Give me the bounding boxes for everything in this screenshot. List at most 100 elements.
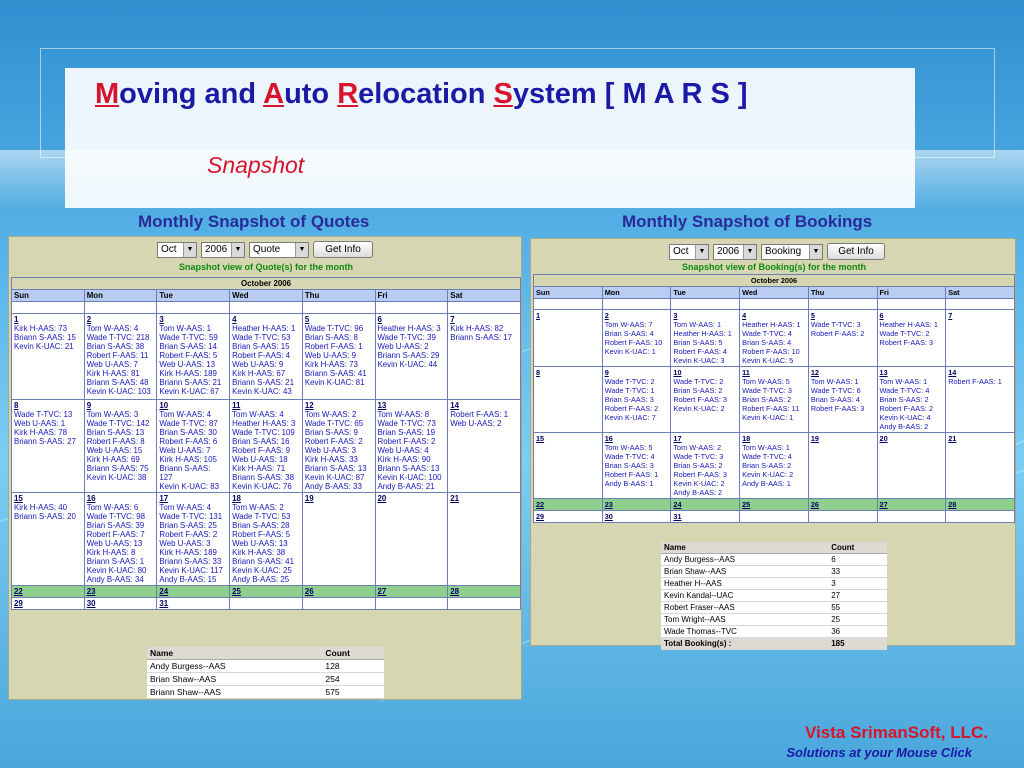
day-number-link[interactable]: 7: [948, 311, 953, 320]
day-number-link[interactable]: 14: [948, 368, 957, 377]
day-number-link[interactable]: 16: [86, 494, 96, 503]
day-number-link[interactable]: 17: [673, 434, 682, 443]
calendar-day-cell[interactable]: [229, 597, 303, 610]
quotes-type-select[interactable]: Quote ▼: [249, 241, 309, 258]
calendar-day-cell[interactable]: 20: [876, 432, 947, 499]
calendar-day-cell[interactable]: 20: [374, 492, 449, 586]
calendar-day-cell[interactable]: 19: [301, 492, 376, 586]
day-number-link[interactable]: 12: [810, 368, 819, 377]
calendar-day-cell[interactable]: 23: [83, 585, 158, 598]
day-number-link[interactable]: 7: [450, 315, 455, 324]
day-number-link[interactable]: 19: [810, 434, 819, 443]
day-number-link[interactable]: 4: [232, 315, 237, 324]
bookings-get-info-button[interactable]: Get Info: [827, 243, 885, 260]
calendar-day-cell[interactable]: 29: [533, 510, 603, 523]
day-number-link[interactable]: 31: [159, 599, 169, 608]
day-number-link[interactable]: 22: [536, 500, 545, 509]
calendar-day-cell[interactable]: 27: [876, 498, 947, 511]
day-number-link[interactable]: 1: [14, 315, 19, 324]
day-number-link[interactable]: 25: [742, 500, 751, 509]
day-number-link[interactable]: 10: [159, 401, 169, 410]
day-number-link[interactable]: 6: [879, 311, 884, 320]
day-number-link[interactable]: 26: [810, 500, 819, 509]
day-number-link[interactable]: 23: [86, 587, 96, 596]
day-number-link[interactable]: 15: [14, 494, 23, 503]
calendar-day-cell[interactable]: 27: [374, 585, 449, 598]
day-number-link[interactable]: 29: [14, 599, 23, 608]
calendar-day-cell[interactable]: 21: [945, 432, 1015, 499]
calendar-day-cell[interactable]: 30: [601, 510, 672, 523]
day-number-link[interactable]: 18: [232, 494, 241, 503]
calendar-day-cell[interactable]: [301, 597, 376, 610]
calendar-day-cell[interactable]: 22: [11, 585, 85, 598]
day-number-link[interactable]: 6: [377, 315, 382, 324]
day-number-link[interactable]: 27: [377, 587, 387, 596]
day-number-link[interactable]: 26: [304, 587, 314, 596]
day-number-link[interactable]: 3: [159, 315, 164, 324]
day-number-link[interactable]: 20: [377, 494, 387, 503]
calendar-day-cell[interactable]: 31: [670, 510, 741, 523]
day-number-link[interactable]: 21: [450, 494, 459, 503]
quotes-year-select[interactable]: 2006 ▼: [201, 241, 245, 258]
calendar-day-cell[interactable]: [945, 510, 1015, 523]
day-number-link[interactable]: 9: [86, 401, 92, 410]
day-number-link[interactable]: 23: [604, 500, 613, 509]
calendar-day-cell[interactable]: 24: [670, 498, 741, 511]
bookings-type-select[interactable]: Booking ▼: [761, 243, 823, 260]
day-number-link[interactable]: 20: [879, 434, 888, 443]
day-number-link[interactable]: 5: [810, 311, 815, 320]
day-number-link[interactable]: 28: [948, 500, 957, 509]
day-number-link[interactable]: 29: [536, 512, 545, 521]
calendar-day-cell[interactable]: 15: [533, 432, 603, 499]
day-number-link[interactable]: 12: [304, 401, 314, 410]
bookings-month-select[interactable]: Oct ▼: [669, 243, 709, 260]
calendar-day-cell[interactable]: 26: [807, 498, 878, 511]
day-number-link[interactable]: 24: [159, 587, 169, 596]
calendar-day-cell[interactable]: 8: [533, 366, 603, 433]
calendar-day-cell[interactable]: 28: [945, 498, 1015, 511]
calendar-day-cell[interactable]: 19: [807, 432, 878, 499]
calendar-day-cell[interactable]: 23: [601, 498, 672, 511]
calendar-day-cell[interactable]: [374, 597, 449, 610]
day-number-link[interactable]: 16: [604, 434, 613, 443]
day-number-link[interactable]: 18: [742, 434, 751, 443]
day-number-link[interactable]: 4: [742, 311, 747, 320]
day-number-link[interactable]: 14: [450, 401, 459, 410]
calendar-day-cell[interactable]: [739, 510, 809, 523]
day-number-link[interactable]: 27: [879, 500, 888, 509]
calendar-day-cell[interactable]: 28: [447, 585, 521, 598]
day-number-link[interactable]: 30: [86, 599, 96, 608]
day-number-link[interactable]: 2: [86, 315, 92, 324]
calendar-day-cell[interactable]: 25: [229, 585, 303, 598]
calendar-day-cell[interactable]: [876, 510, 947, 523]
day-number-link[interactable]: 10: [673, 368, 682, 377]
day-number-link[interactable]: 15: [536, 434, 545, 443]
day-number-link[interactable]: 11: [232, 401, 241, 410]
quotes-get-info-button[interactable]: Get Info: [313, 241, 373, 258]
calendar-day-cell[interactable]: 7: [945, 309, 1015, 367]
day-number-link[interactable]: 19: [304, 494, 314, 503]
